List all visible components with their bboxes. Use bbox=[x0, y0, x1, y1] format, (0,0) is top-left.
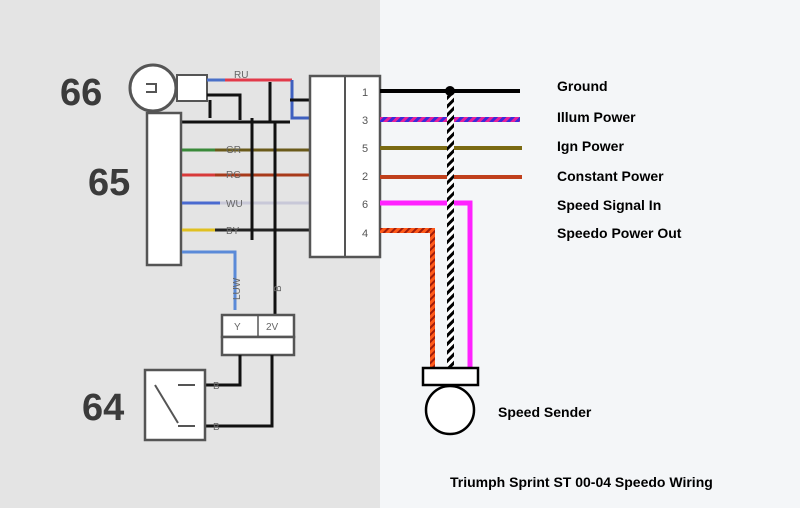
label-speedo-power-out: Speedo Power Out bbox=[557, 225, 682, 241]
sender-icon bbox=[424, 384, 476, 436]
pin-6: 6 bbox=[362, 199, 368, 211]
plug-label-2v: 2V bbox=[266, 322, 279, 333]
component-65-number: 65 bbox=[88, 162, 130, 204]
component-65: 65 bbox=[88, 111, 183, 267]
wire-speed-signal bbox=[380, 200, 473, 368]
wire-label-by: BY bbox=[226, 226, 240, 237]
label-ign-power: Ign Power bbox=[557, 138, 624, 154]
component-66: 66 bbox=[60, 63, 208, 114]
plug-label-y: Y bbox=[234, 322, 241, 333]
bulb-icon bbox=[128, 63, 178, 113]
component-64: 64 bbox=[82, 368, 207, 442]
wires-66: RU bbox=[182, 70, 310, 124]
wire-label-b-lower: B bbox=[213, 422, 220, 433]
wire-label-ru: RU bbox=[234, 70, 248, 81]
pin-1: 1 bbox=[362, 87, 368, 99]
signal-wires bbox=[380, 86, 522, 368]
wire-label-b-upper: B bbox=[213, 381, 220, 392]
component-66-number: 66 bbox=[60, 72, 102, 114]
label-constant-power: Constant Power bbox=[557, 168, 664, 184]
connector: 1 3 5 2 6 4 bbox=[308, 74, 382, 259]
wires-64: B B bbox=[205, 355, 274, 433]
wire-label-wu: WU bbox=[226, 199, 243, 210]
wires-65: GR RG WU BY LUW B bbox=[182, 118, 310, 320]
component-64-number: 64 bbox=[82, 387, 124, 429]
speed-sender: Speed Sender bbox=[421, 366, 592, 436]
label-speed-sender: Speed Sender bbox=[498, 404, 592, 420]
switch-icon bbox=[154, 384, 179, 424]
switch-block bbox=[143, 368, 207, 442]
plug-connector: Y 2V bbox=[220, 313, 296, 357]
wire-label-gr: GR bbox=[226, 145, 241, 156]
bulb-socket bbox=[176, 74, 208, 102]
pin-3: 3 bbox=[362, 115, 368, 127]
pin-5: 5 bbox=[362, 143, 368, 155]
wire-ground-drop bbox=[447, 91, 454, 368]
wire-label-b: B bbox=[273, 285, 284, 292]
diagram-caption: Triumph Sprint ST 00-04 Speedo Wiring bbox=[450, 474, 713, 490]
wire-label-luw: LUW bbox=[232, 277, 243, 300]
pin-2: 2 bbox=[362, 171, 368, 183]
signal-legend: Ground Illum Power Ign Power Constant Po… bbox=[557, 78, 682, 241]
pin-4: 4 bbox=[362, 228, 368, 240]
label-ground: Ground bbox=[557, 78, 608, 94]
label-speed-signal-in: Speed Signal In bbox=[557, 197, 661, 213]
instrument-block bbox=[145, 111, 183, 267]
sender-cap bbox=[421, 366, 480, 387]
wire-label-rg: RG bbox=[226, 170, 241, 181]
ground-junction bbox=[445, 86, 455, 96]
label-illum-power: Illum Power bbox=[557, 109, 636, 125]
